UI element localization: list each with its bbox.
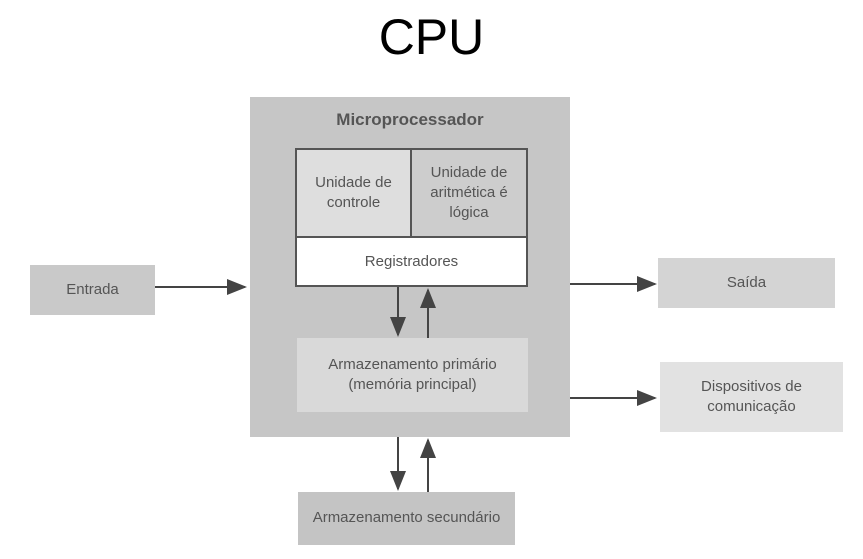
secondary-storage-box: Armazenamento secundário <box>298 492 515 545</box>
registers-box: Registradores <box>297 240 526 285</box>
control-unit-box: Unidade de controle <box>297 150 412 238</box>
microprocessor-label: Microprocessador <box>336 110 484 129</box>
diagram-title: CPU <box>378 9 485 65</box>
alu-box: Unidade de aritmética é lógica <box>412 150 526 238</box>
communication-devices-box: Dispositivos de comunicação <box>660 362 843 432</box>
primary-storage-box: Armazenamento primário (memória principa… <box>297 338 528 412</box>
output-box: Saída <box>658 258 835 308</box>
input-box: Entrada <box>30 265 155 315</box>
